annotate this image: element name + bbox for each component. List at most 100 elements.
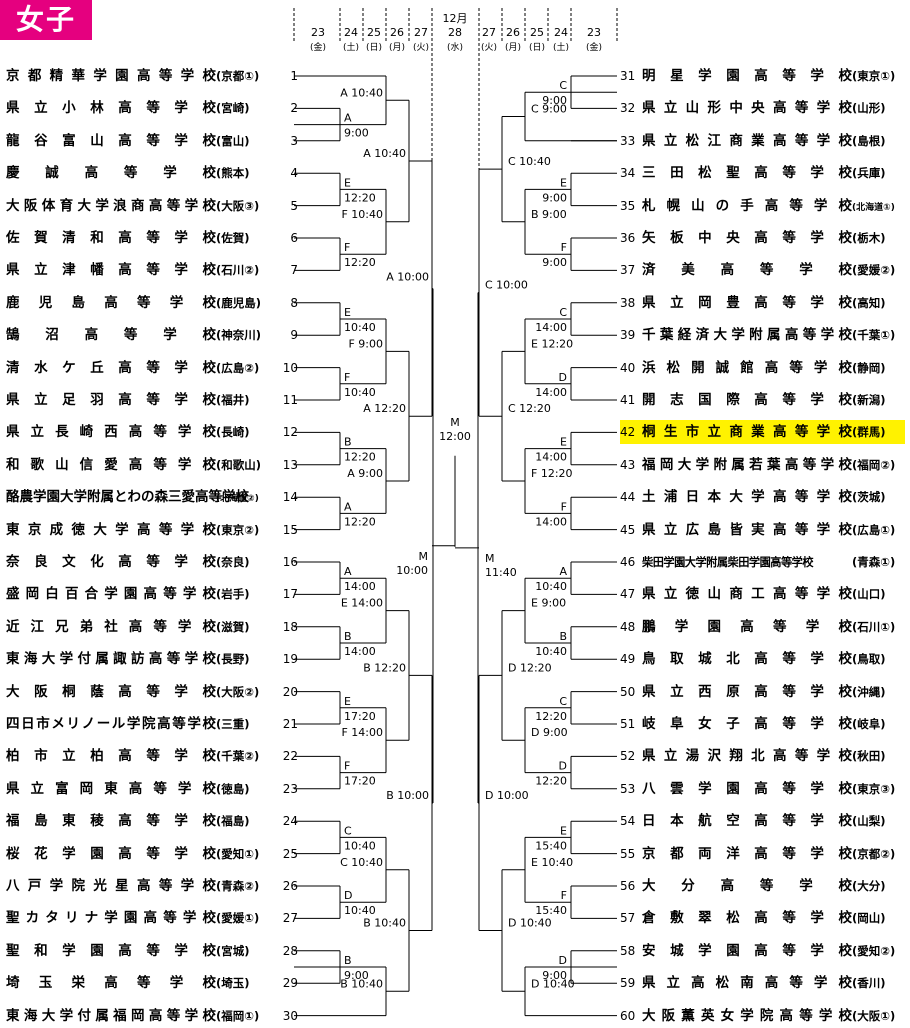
team-number: 12 [282, 425, 298, 440]
match-court: F [561, 241, 567, 254]
match-time: 12:20 [344, 451, 376, 464]
team-entry-left: 大阪桐蔭高等学校(大阪②)20 [6, 680, 298, 704]
match-label: C 10:40 [340, 856, 383, 869]
match-label: D 10:40 [508, 917, 552, 930]
team-number: 52 [620, 749, 636, 764]
team-prefecture: (鳥取) [852, 652, 886, 667]
team-number: 50 [620, 684, 636, 699]
team-number: 60 [620, 1008, 636, 1023]
team-prefecture: (三重) [216, 717, 250, 731]
match-court: E [344, 306, 351, 319]
team-prefecture: (兵庫) [852, 166, 886, 181]
team-entry-left: 近江兄弟社高等学校(滋賀)18 [6, 615, 298, 639]
team-name: 鹿児島高等学校 [6, 294, 216, 311]
team-number: 30 [282, 1008, 298, 1023]
team-name: 大阪体育大学浪商高等学校 [6, 197, 216, 214]
match-label: B 10:00 [386, 789, 429, 802]
team-entry-left: 東京成徳大学高等学校(東京②)15 [6, 518, 298, 542]
team-name: 安城学園高等学校 [642, 942, 852, 959]
team-prefecture: (大阪②) [216, 684, 260, 699]
team-entry-left: 県立長崎西高等学校(長崎)12 [6, 420, 298, 444]
team-name: 矢板中央高等学校 [642, 230, 852, 246]
team-prefecture: (青森②) [216, 879, 260, 893]
match-court: C [559, 306, 567, 319]
team-name: 日本航空高等学校 [642, 813, 852, 830]
match-court: C [559, 695, 567, 708]
date-day: 23 [311, 26, 325, 39]
match-label: F 12:20 [531, 467, 573, 480]
team-name: 県立広島皆実高等学校 [642, 521, 852, 538]
team-prefecture: (新潟) [852, 393, 886, 407]
date-weekday: (月) [389, 42, 405, 53]
final-court: M [450, 416, 460, 429]
match-label: F 14:00 [341, 726, 383, 739]
team-number: 21 [282, 717, 298, 731]
team-prefecture: (佐賀) [216, 231, 250, 245]
match-court: E [344, 695, 351, 708]
team-entry-left: 佐賀清和高等学校(佐賀)6 [6, 226, 298, 250]
semi-time: 11:40 [485, 566, 517, 579]
team-name: 埼玉栄高等学校 [6, 975, 216, 992]
match-time: 12:20 [535, 775, 567, 788]
team-entry-left: 埼玉栄高等学校(埼玉)29 [6, 971, 298, 995]
match-label: E 9:00 [531, 597, 566, 610]
match-label: A 10:40 [340, 86, 383, 99]
team-name: 奈良文化高等学校 [6, 554, 216, 570]
date-weekday: (土) [553, 41, 569, 53]
team-prefecture: (高知) [852, 295, 886, 310]
match-court: A [344, 500, 352, 513]
team-prefecture: (徳島) [216, 781, 250, 796]
date-day: 28 [448, 26, 462, 39]
match-court: E [560, 824, 567, 837]
team-number: 42 [620, 425, 636, 440]
team-number: 14 [282, 490, 298, 505]
date-day: 24 [554, 26, 568, 39]
match-court: D [559, 954, 567, 967]
match-court: E [560, 436, 567, 449]
team-name: 県立富岡東高等学校 [6, 780, 216, 797]
team-prefecture: (京都②) [852, 846, 896, 861]
final-time: 12:00 [439, 430, 471, 443]
team-prefecture: (石川②) [216, 263, 260, 278]
date-day: 23 [587, 26, 601, 39]
team-name: 近江兄弟社高等学校 [6, 618, 216, 635]
team-prefecture: (富山) [216, 133, 250, 148]
team-prefecture: (千葉②) [216, 749, 260, 764]
match-label: F 10:40 [341, 208, 383, 221]
team-name: 佐賀清和高等学校 [6, 230, 216, 246]
team-prefecture: (山梨) [852, 814, 886, 829]
team-name: 福岡大学附属若葉高等学校 [642, 456, 852, 473]
team-number: 17 [282, 587, 298, 602]
team-entry-left: 八戸学院光星高等学校(青森②)26 [6, 874, 298, 898]
team-name: 土浦日本大学高等学校 [642, 489, 852, 506]
match-court: F [561, 889, 567, 902]
team-prefecture: (千葉①) [852, 328, 896, 343]
team-prefecture: (京都①) [216, 69, 260, 83]
category-badge: 女子 [0, 0, 92, 40]
team-number: 1 [290, 69, 298, 83]
team-number: 29 [282, 976, 298, 991]
team-prefecture: (東京①) [852, 69, 896, 83]
match-time: 12:20 [344, 256, 376, 269]
match-time: 9:00 [542, 191, 567, 204]
team-number: 56 [620, 879, 636, 893]
semi-court: M [485, 552, 495, 565]
date-weekday: (水) [447, 41, 463, 53]
team-number: 55 [620, 846, 636, 861]
match-label: D 9:00 [531, 726, 568, 739]
team-name: 県立津幡高等学校 [6, 262, 216, 279]
team-name: 鵬学園高等学校 [642, 618, 852, 635]
team-number: 25 [282, 846, 298, 861]
team-number: 22 [282, 749, 298, 764]
team-name: 柏市立柏高等学校 [6, 748, 216, 765]
match-time: 10:40 [344, 321, 376, 334]
team-name: 和歌山信愛高等学校 [6, 456, 216, 473]
match-time: 14:00 [344, 580, 376, 593]
match-court: B [559, 630, 567, 643]
